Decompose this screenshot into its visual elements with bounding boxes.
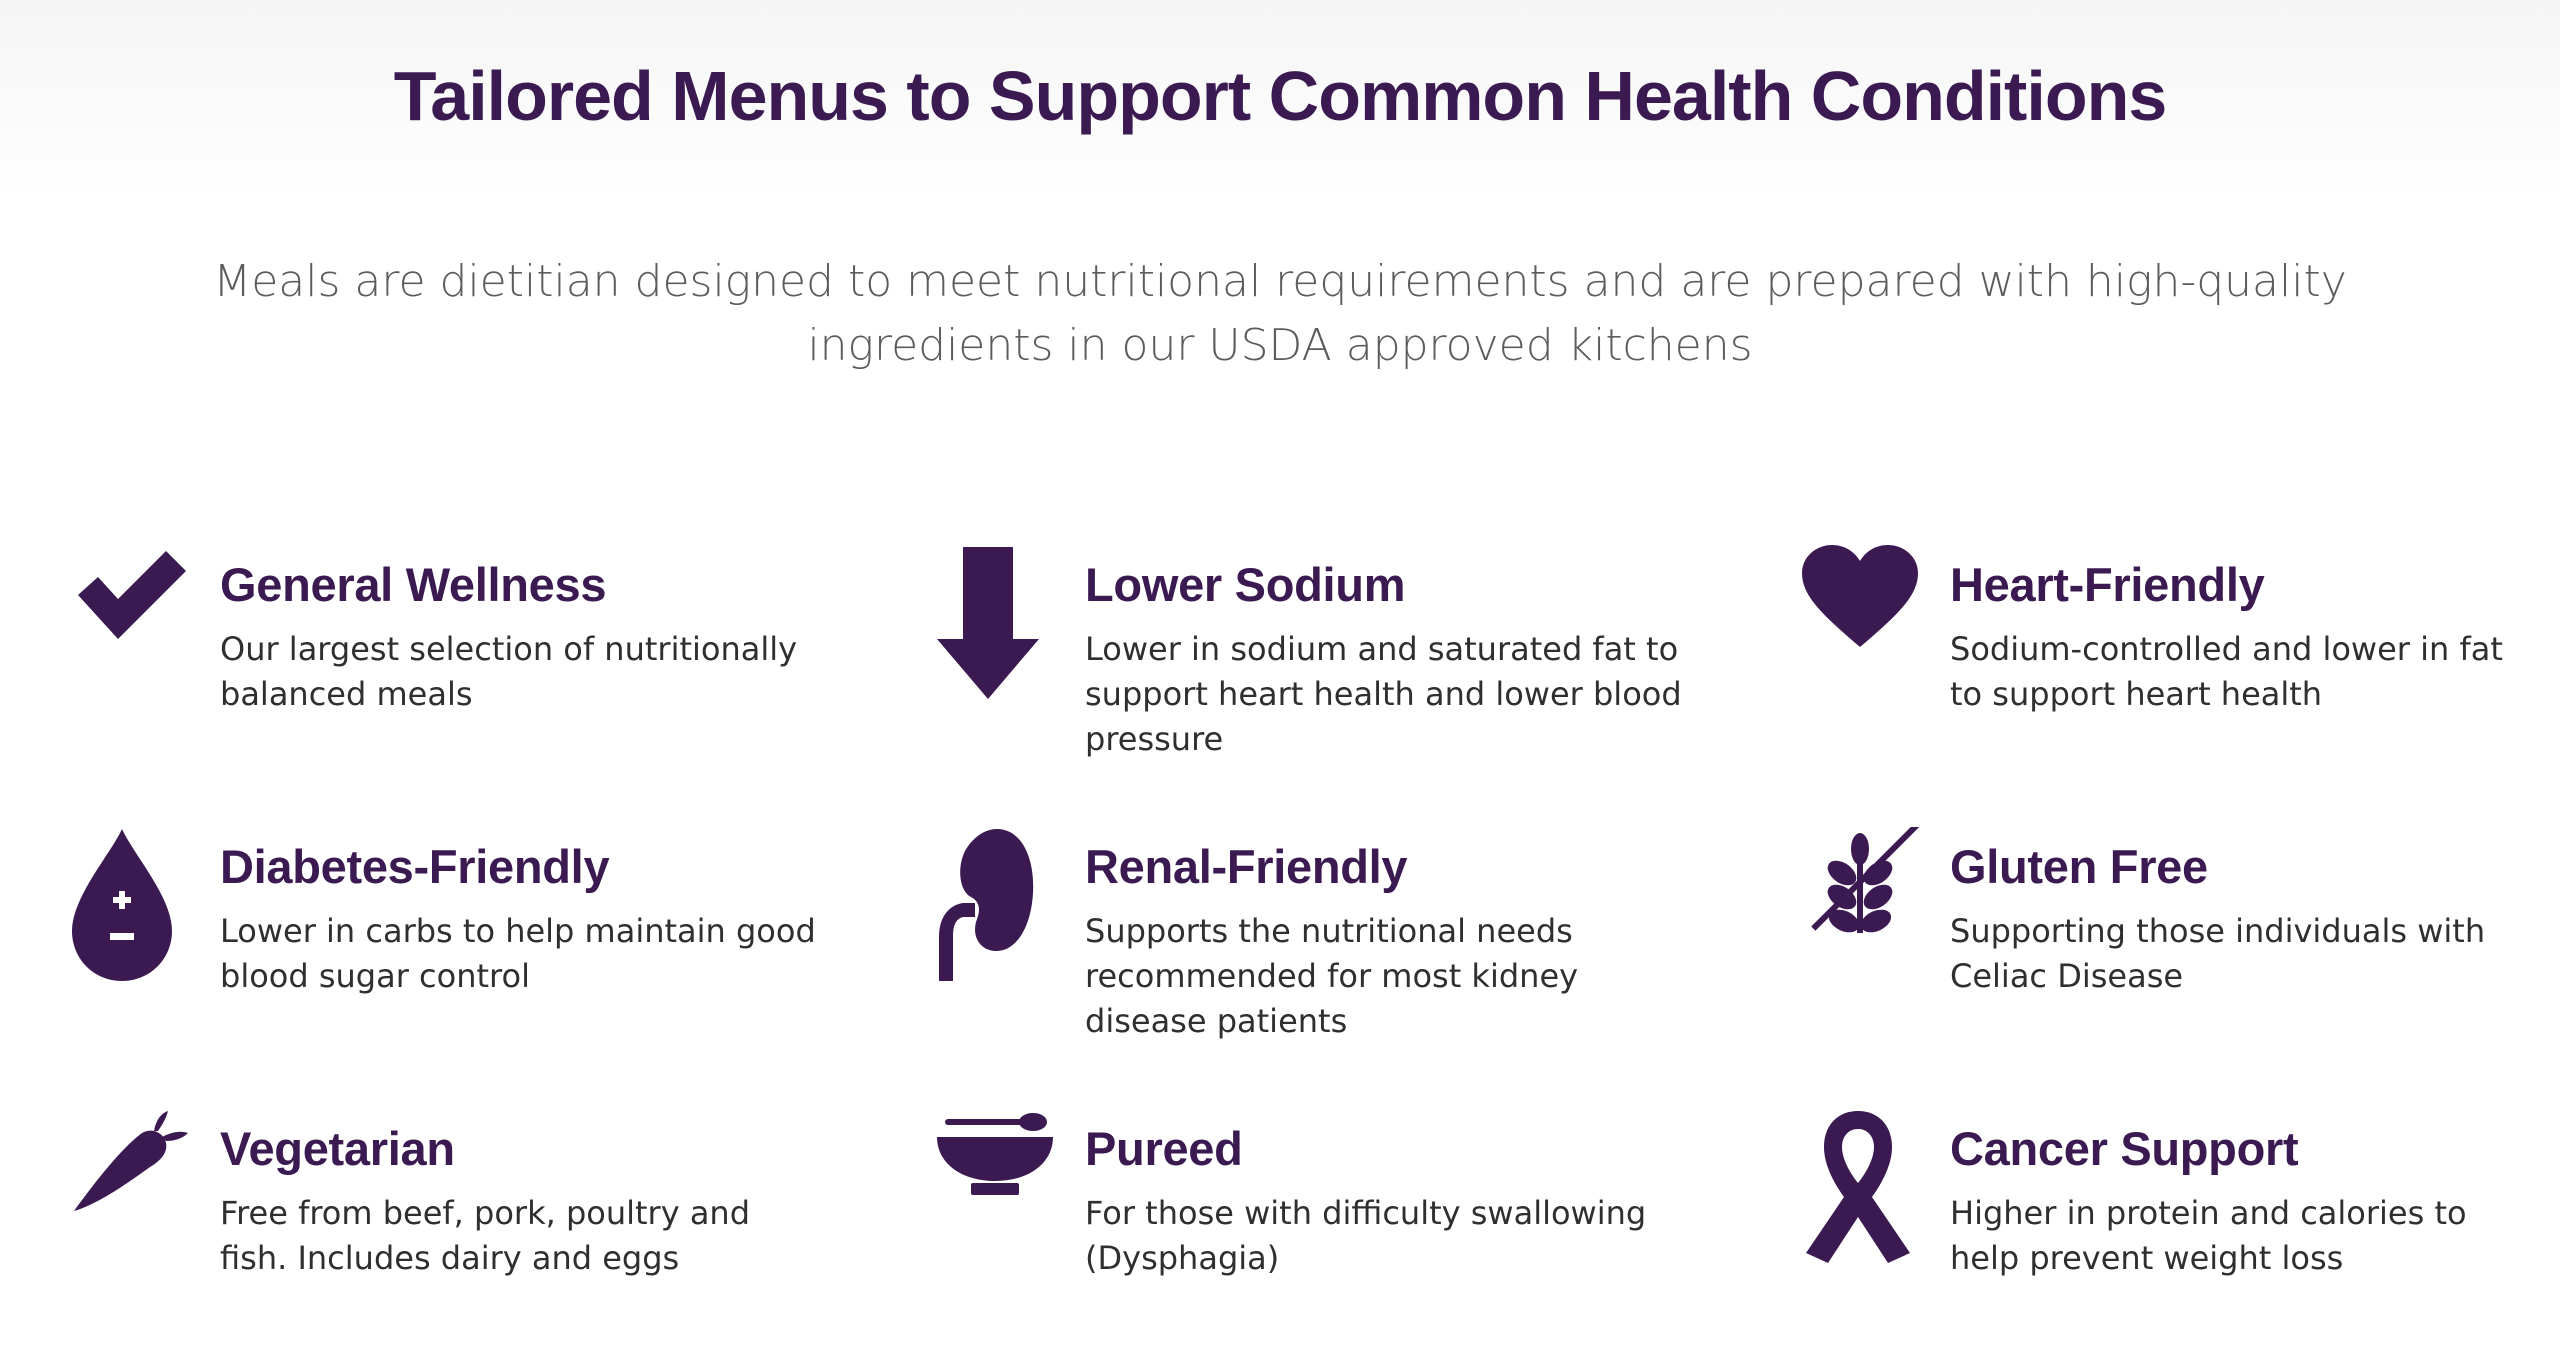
- condition-title: Heart-Friendly: [1950, 558, 2265, 611]
- condition-card-diabetes-friendly: Diabetes-Friendly Lower in carbs to help…: [70, 827, 935, 1109]
- condition-title: Lower Sodium: [1085, 558, 1406, 611]
- condition-description: Lower in sodium and saturated fat to sup…: [1085, 630, 1682, 758]
- condition-title: Vegetarian: [220, 1122, 455, 1175]
- condition-card-renal-friendly: Renal-Friendly Supports the nutritional …: [935, 827, 1800, 1109]
- heart-icon: [1800, 545, 1950, 715]
- page-subtitle: Meals are dietitian designed to meet nut…: [213, 256, 2347, 371]
- condition-card-lower-sodium: Lower Sodium Lower in sodium and saturat…: [935, 545, 1800, 827]
- condition-title: Diabetes-Friendly: [220, 840, 610, 893]
- condition-description: Higher in protein and calories to help p…: [1950, 1194, 2467, 1277]
- condition-description: Sodium-controlled and lower in fat to su…: [1950, 630, 2503, 713]
- checkmark-icon: [70, 545, 220, 715]
- page-title: Tailored Menus to Support Common Health …: [393, 57, 2168, 135]
- condition-description: For those with difficulty swallowing (Dy…: [1085, 1194, 1647, 1277]
- condition-card-general-wellness: General Wellness Our largest selection o…: [70, 545, 935, 827]
- arrow-down-icon: [935, 545, 1085, 715]
- condition-card-vegetarian: Vegetarian Free from beef, pork, poultry…: [70, 1109, 935, 1329]
- condition-title: Cancer Support: [1950, 1122, 2299, 1175]
- ribbon-icon: [1800, 1109, 1950, 1279]
- kidney-icon: [935, 827, 1085, 997]
- conditions-grid: General Wellness Our largest selection o…: [70, 545, 2510, 1329]
- condition-card-heart-friendly: Heart-Friendly Sodium-controlled and low…: [1800, 545, 2510, 827]
- condition-description: Supporting those individuals with Celiac…: [1950, 912, 2486, 995]
- condition-card-pureed: Pureed For those with difficulty swallow…: [935, 1109, 1800, 1329]
- condition-description: Lower in carbs to help maintain good blo…: [220, 912, 816, 995]
- condition-description: Our largest selection of nutritionally b…: [220, 630, 798, 713]
- condition-title: Pureed: [1085, 1122, 1243, 1175]
- condition-title: Renal-Friendly: [1085, 840, 1408, 893]
- carrot-icon: [70, 1109, 220, 1279]
- crossed-wheat-icon: [1800, 827, 1950, 997]
- condition-card-gluten-free: Gluten Free Supporting those individuals…: [1800, 827, 2510, 1109]
- condition-title: Gluten Free: [1950, 840, 2208, 893]
- condition-card-cancer-support: Cancer Support Higher in protein and cal…: [1800, 1109, 2510, 1329]
- condition-title: General Wellness: [220, 558, 607, 611]
- bowl-spoon-icon: [935, 1109, 1085, 1279]
- condition-description: Supports the nutritional needs recommend…: [1085, 912, 1579, 1040]
- blood-drop-icon: [70, 827, 220, 997]
- condition-description: Free from beef, pork, poultry and fish. …: [220, 1194, 751, 1277]
